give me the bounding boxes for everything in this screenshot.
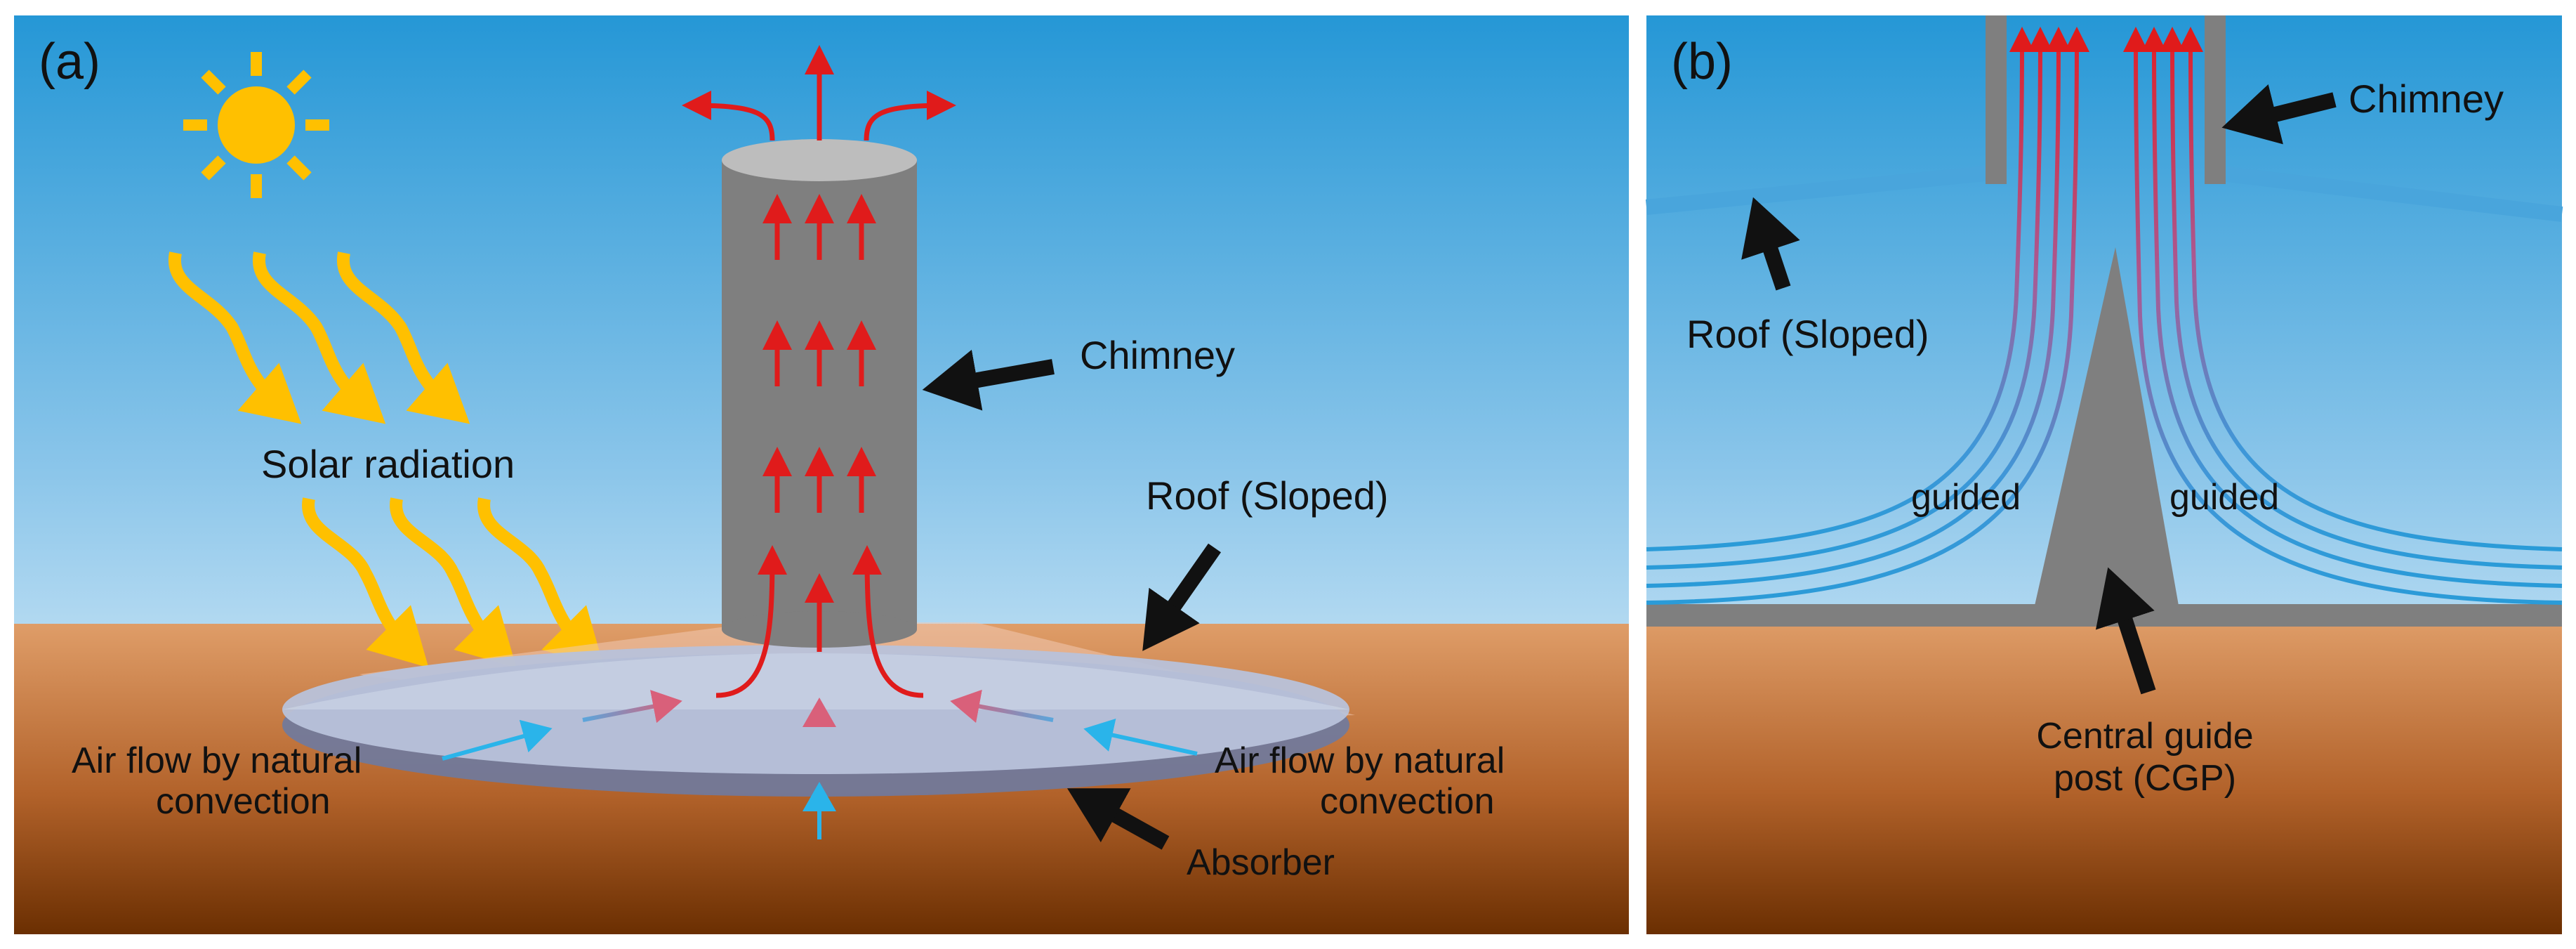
panel-b: (b) Chimney Roof (Sloped) guided guided … — [1645, 15, 2563, 934]
solar-radiation-arrows-upper — [168, 251, 470, 424]
panel-a: Solar radiation — [14, 15, 1629, 934]
central-guide-post — [2035, 247, 2179, 606]
panel-b-tag: (b) — [1671, 34, 1733, 90]
roof-pointer-a — [1142, 543, 1222, 651]
chimney-updraft-arrows — [715, 194, 924, 698]
sun-icon — [183, 52, 329, 198]
chimney-wall-left — [1986, 15, 2007, 184]
cgp-label-2: post (CGP) — [2054, 758, 2236, 799]
chimney-label-b: Chimney — [2349, 77, 2504, 121]
airflow-left-label-2: convection — [156, 781, 331, 822]
chimney-pointer-b — [2221, 84, 2337, 145]
chimney-wall-right — [2205, 15, 2226, 184]
roof-label-b: Roof (Sloped) — [1686, 312, 1929, 356]
chimney-pointer — [922, 349, 1055, 411]
exhaust-arrows — [682, 45, 956, 141]
guided-flow-right — [2123, 27, 2563, 605]
airflow-right-label-2: convection — [1320, 781, 1495, 822]
guided-label-right: guided — [2169, 477, 2279, 518]
ground-plate — [1646, 604, 2562, 627]
airflow-left-label-1: Air flow by natural — [72, 740, 362, 781]
roof-b — [1645, 166, 2563, 222]
absorber-label: Absorber — [1187, 842, 1335, 883]
solar-radiation-arrows-lower — [302, 497, 605, 668]
roof-pointer-b — [1741, 197, 1800, 291]
cgp-pointer — [2095, 567, 2156, 695]
roof-label-a: Roof (Sloped) — [1146, 473, 1389, 518]
roof-glass — [282, 653, 1349, 709]
cgp-label-1: Central guide — [2036, 716, 2253, 757]
chimney-label-a: Chimney — [1080, 333, 1235, 377]
airflow-right-label-1: Air flow by natural — [1215, 740, 1505, 781]
airflow-arrows-right — [950, 689, 1198, 756]
guided-flow-left — [1646, 27, 2089, 605]
absorber-pointer — [1066, 788, 1170, 850]
ground-background-b — [1646, 618, 2562, 934]
solar-radiation-label: Solar radiation — [261, 442, 515, 486]
guided-label-left: guided — [1911, 477, 2021, 518]
panel-a-tag: (a) — [39, 34, 100, 90]
airflow-arrows-left — [442, 690, 682, 761]
